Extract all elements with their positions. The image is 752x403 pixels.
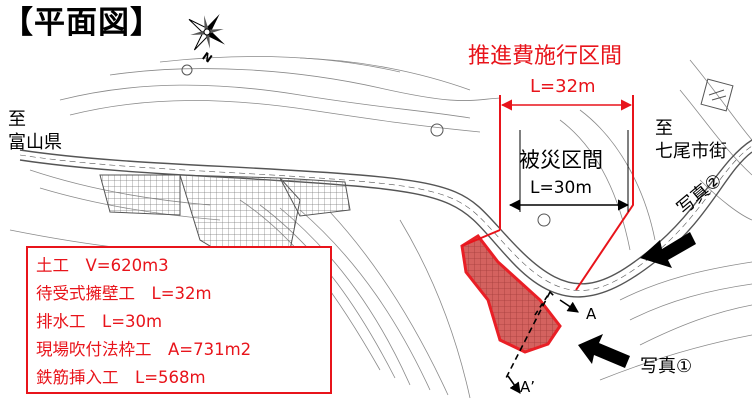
slope-protection-area bbox=[99, 174, 351, 259]
work-item: 排水工 L=30m bbox=[36, 312, 163, 331]
damaged-section-label: 被災区間 bbox=[519, 148, 603, 172]
section-mark-a: A bbox=[586, 305, 597, 323]
work-items-box: 土工 V=620m3 待受式擁壁工 L=32m 排水工 L=30m 現場吹付法枠… bbox=[26, 246, 332, 394]
work-item: 待受式擁壁工 L=32m bbox=[36, 284, 212, 303]
section-line-a bbox=[504, 290, 579, 394]
work-item: 土工 V=620m3 bbox=[36, 256, 169, 275]
compass-rose-icon bbox=[188, 13, 226, 51]
direction-nanao-label: 至 七尾市街 bbox=[655, 118, 727, 162]
jacking-section-length: L=32m bbox=[530, 76, 596, 97]
page-title: 【平面図】 bbox=[2, 5, 162, 41]
work-item: 現場吹付法枠工 A=731m2 bbox=[36, 340, 252, 359]
jacking-section-label: 推進費施行区間 bbox=[468, 44, 623, 69]
damaged-area bbox=[460, 234, 562, 354]
jacking-section-boundary bbox=[499, 95, 634, 291]
map-symbols bbox=[181, 64, 734, 227]
damaged-section-length: L=30m bbox=[530, 178, 592, 198]
direction-toyama-label: 至 富山県 bbox=[8, 109, 62, 154]
photo-1-arrow bbox=[578, 334, 630, 368]
photo-2-arrow bbox=[640, 232, 696, 268]
photo-1-label: 写真① bbox=[640, 356, 693, 377]
work-item: 鉄筋挿入工 L=568m bbox=[36, 368, 206, 387]
section-mark-a-prime: A’ bbox=[520, 378, 536, 396]
